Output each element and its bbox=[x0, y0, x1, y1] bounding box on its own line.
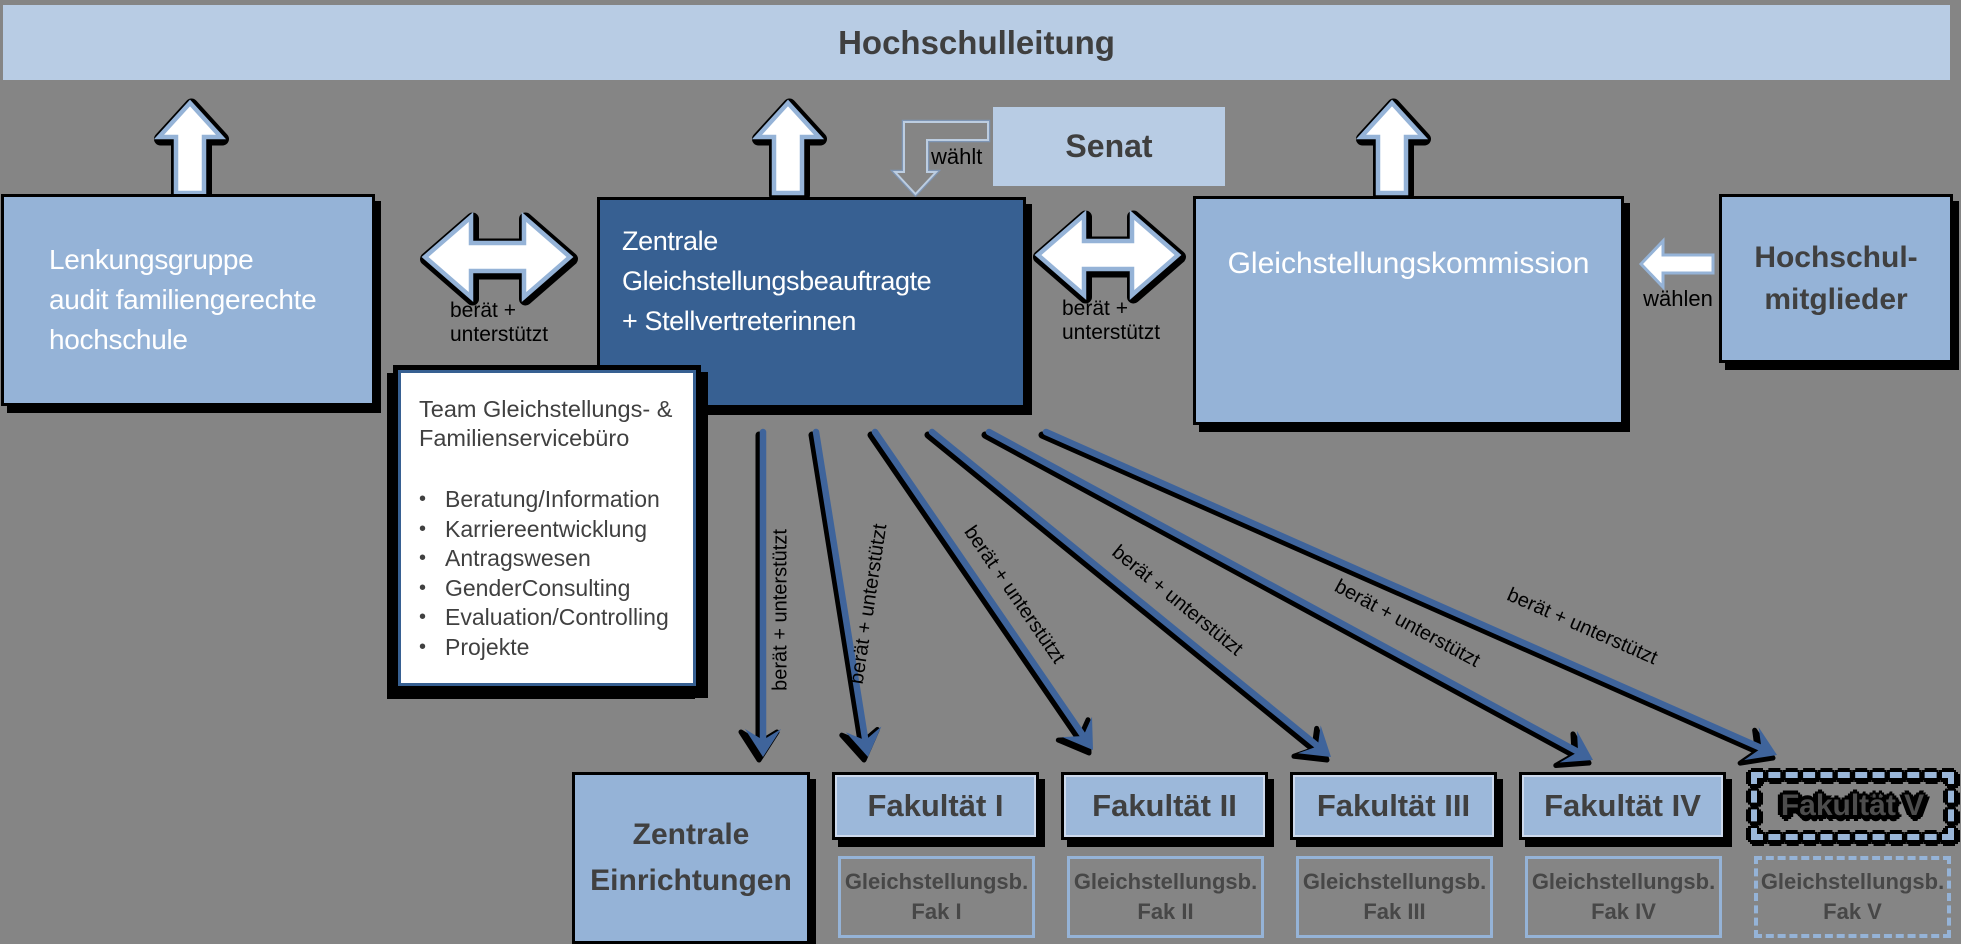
double-arrow-right-icon bbox=[1034, 210, 1182, 300]
diagonal-arrow-6-icon bbox=[1042, 428, 1769, 753]
gleichstellungsb-fak1-box: Gleichstellungsb. Fak I bbox=[838, 856, 1035, 938]
waehlt-label: wählt bbox=[931, 144, 983, 169]
diagonal-arrow-5-shadow bbox=[981, 431, 1582, 761]
gleichstellungsb-fak5-line1: Gleichstellungsb. bbox=[1760, 869, 1945, 894]
fakultaet-1-box: Fakultät I bbox=[835, 775, 1036, 837]
bullet-icon: • bbox=[419, 517, 427, 540]
up-arrow-kommission-icon bbox=[1355, 99, 1429, 196]
zentrale-einrichtungen-line-2: Einrichtungen bbox=[590, 864, 792, 897]
bullet-icon: • bbox=[419, 576, 427, 599]
fakultaet-5-label: Fakultät V bbox=[1780, 789, 1925, 822]
zentrale-einrichtungen-box: Zentrale Einrichtungen bbox=[575, 775, 807, 941]
fakultaet-2-label: Fakultät II bbox=[1092, 788, 1237, 823]
beraet-unterstuetzt-right-label: berät + unterstützt bbox=[1062, 297, 1160, 345]
fakultaet-1-label: Fakultät I bbox=[867, 788, 1004, 823]
gleichstellungsb-fak4-line1: Gleichstellungsb. bbox=[1531, 869, 1716, 894]
diagonal-arrow-5-head-icon bbox=[1559, 730, 1593, 763]
diagonal-arrow-5-icon bbox=[985, 428, 1585, 758]
hochschulleitung-label: Hochschulleitung bbox=[838, 23, 1115, 61]
team-box: Team Gleichstellungs- & Familienserviceb… bbox=[398, 370, 696, 686]
gleichstellungsb-fak5-box: Gleichstellungsb. Fak V bbox=[1754, 856, 1951, 938]
team-item-1: • Beratung/Information bbox=[419, 485, 693, 515]
beraet-right-line1: berät + bbox=[1062, 297, 1128, 320]
beraet-right-line2: unterstützt bbox=[1062, 321, 1161, 344]
gleichstellungsb-fak4-box: Gleichstellungsb. Fak IV bbox=[1525, 856, 1722, 938]
lenkungsgruppe-box: Lenkungsgruppe audit familiengerechte ho… bbox=[4, 197, 372, 403]
bullet-icon: • bbox=[419, 547, 427, 569]
team-item-label: Beratung/Information bbox=[445, 486, 660, 512]
diagonal-arrow-3-icon bbox=[871, 428, 1089, 743]
team-item-4: • GenderConsulting bbox=[419, 574, 693, 604]
bullet-icon: • bbox=[419, 488, 427, 510]
team-item-6: • Projekte bbox=[419, 633, 693, 663]
team-item-3: • Antragswesen bbox=[419, 544, 693, 574]
gleichstellungsb-fak3-box: Gleichstellungsb. Fak III bbox=[1296, 856, 1493, 938]
gleichstellungsb-fak1-line2: Fak I bbox=[911, 899, 962, 924]
zgb-line-2: Gleichstellungsbeauftragte bbox=[622, 266, 932, 296]
team-item-label: Projekte bbox=[445, 633, 530, 660]
zgb-line-3: + Stellvertreterinnen bbox=[622, 306, 856, 336]
diagonal-arrow-2-head-icon bbox=[845, 726, 882, 757]
up-arrow-lenkungsgruppe-icon bbox=[153, 99, 227, 196]
bullet-icon: • bbox=[419, 606, 427, 628]
diagonal-arrow-6-shadow bbox=[1038, 431, 1765, 757]
team-item-2: • Karriereentwicklung bbox=[419, 515, 693, 545]
diagonal-arrow-4-icon bbox=[928, 428, 1325, 753]
team-item-label: Antragswesen bbox=[445, 545, 591, 571]
diagonal-arrow-4-shadow bbox=[924, 431, 1321, 756]
hochschulmitglieder-line-1: Hochschul- bbox=[1754, 240, 1918, 274]
gleichstellungsb-fak5-line2: Fak V bbox=[1823, 899, 1882, 924]
team-item-label: GenderConsulting bbox=[445, 574, 631, 601]
gleichstellungsb-fak2-line2: Fak II bbox=[1137, 899, 1194, 924]
fakultaet-4-box: Fakultät IV bbox=[1522, 775, 1723, 837]
team-title-line-2: Familienservicebüro bbox=[419, 425, 630, 451]
gleichstellungsb-fak2-box: Gleichstellungsb. Fak II bbox=[1067, 856, 1264, 938]
waehlen-label: wählen bbox=[1643, 286, 1713, 311]
fakultaet-3-label: Fakultät III bbox=[1316, 788, 1471, 823]
diagonal-arrow-6-head-icon bbox=[1744, 727, 1777, 761]
lenkungsgruppe-line-3: hochschule bbox=[49, 324, 188, 355]
zgb-line-1: Zentrale bbox=[622, 226, 718, 256]
diagonal-arrow-3-head-icon bbox=[1062, 716, 1093, 750]
hochschulmitglieder-box: Hochschul- mitglieder bbox=[1722, 197, 1950, 360]
fakultaet-4-label: Fakultät IV bbox=[1544, 788, 1701, 823]
gleichstellungskommission-label: Gleichstellungskommission bbox=[1227, 247, 1590, 280]
beraet-left-line2: unterstützt bbox=[450, 323, 549, 346]
senat-label: Senat bbox=[1065, 128, 1153, 164]
waehlt-elbow-arrow-highlight bbox=[892, 121, 989, 196]
lenkungsgruppe-line-2: audit familiengerechte bbox=[49, 284, 317, 315]
senat-box: Senat bbox=[993, 107, 1225, 186]
fakultaet-5-box: Fakultät V bbox=[1751, 772, 1954, 840]
gleichstellungsb-fak2-line1: Gleichstellungsb. bbox=[1073, 869, 1258, 894]
hochschulleitung-banner: Hochschulleitung bbox=[3, 5, 1950, 80]
diagonal-arrow-2-shadow bbox=[808, 431, 866, 751]
gleichstellungsb-fak3-line1: Gleichstellungsb. bbox=[1302, 869, 1487, 894]
waehlen-arrow-icon bbox=[1638, 237, 1715, 291]
team-item-label: Karriereentwicklung bbox=[445, 515, 647, 542]
diagonal-arrow-4-head-icon bbox=[1297, 725, 1331, 757]
double-arrow-left-icon bbox=[421, 212, 574, 302]
beraet-unterstuetzt-left-label: berät + unterstützt bbox=[450, 299, 548, 347]
fakultaet-2-box: Fakultät II bbox=[1064, 775, 1265, 837]
gleichstellungskommission-box: Gleichstellungskommission bbox=[1196, 199, 1621, 422]
team-title-line-1: Team Gleichstellungs- & bbox=[419, 396, 673, 422]
gleichstellungsb-fak4-line2: Fak IV bbox=[1591, 899, 1656, 924]
diagonal-arrow-3-shadow bbox=[867, 431, 1086, 746]
team-item-label: Evaluation/Controlling bbox=[445, 604, 669, 630]
bullet-icon: • bbox=[419, 635, 427, 658]
fakultaet-3-box: Fakultät III bbox=[1293, 775, 1494, 837]
up-arrow-zentrale-icon bbox=[751, 99, 825, 196]
hochschulmitglieder-line-2: mitglieder bbox=[1764, 282, 1908, 316]
diagonal-arrow-1-head-icon bbox=[745, 729, 781, 757]
lenkungsgruppe-line-1: Lenkungsgruppe bbox=[49, 244, 254, 275]
diag-label-1: berät + unterstützt bbox=[769, 529, 792, 691]
gleichstellungsb-fak3-line2: Fak III bbox=[1363, 899, 1426, 924]
zentrale-einrichtungen-line-1: Zentrale bbox=[632, 818, 750, 851]
diagonal-arrow-2-icon bbox=[812, 428, 870, 748]
gleichstellungsb-fak1-line1: Gleichstellungsb. bbox=[844, 869, 1029, 894]
beraet-left-line1: berät + bbox=[450, 299, 516, 322]
team-list: • Beratung/Information • Karriereentwicklun… bbox=[419, 485, 693, 662]
team-item-5: • Evaluation/Controlling bbox=[419, 603, 693, 633]
